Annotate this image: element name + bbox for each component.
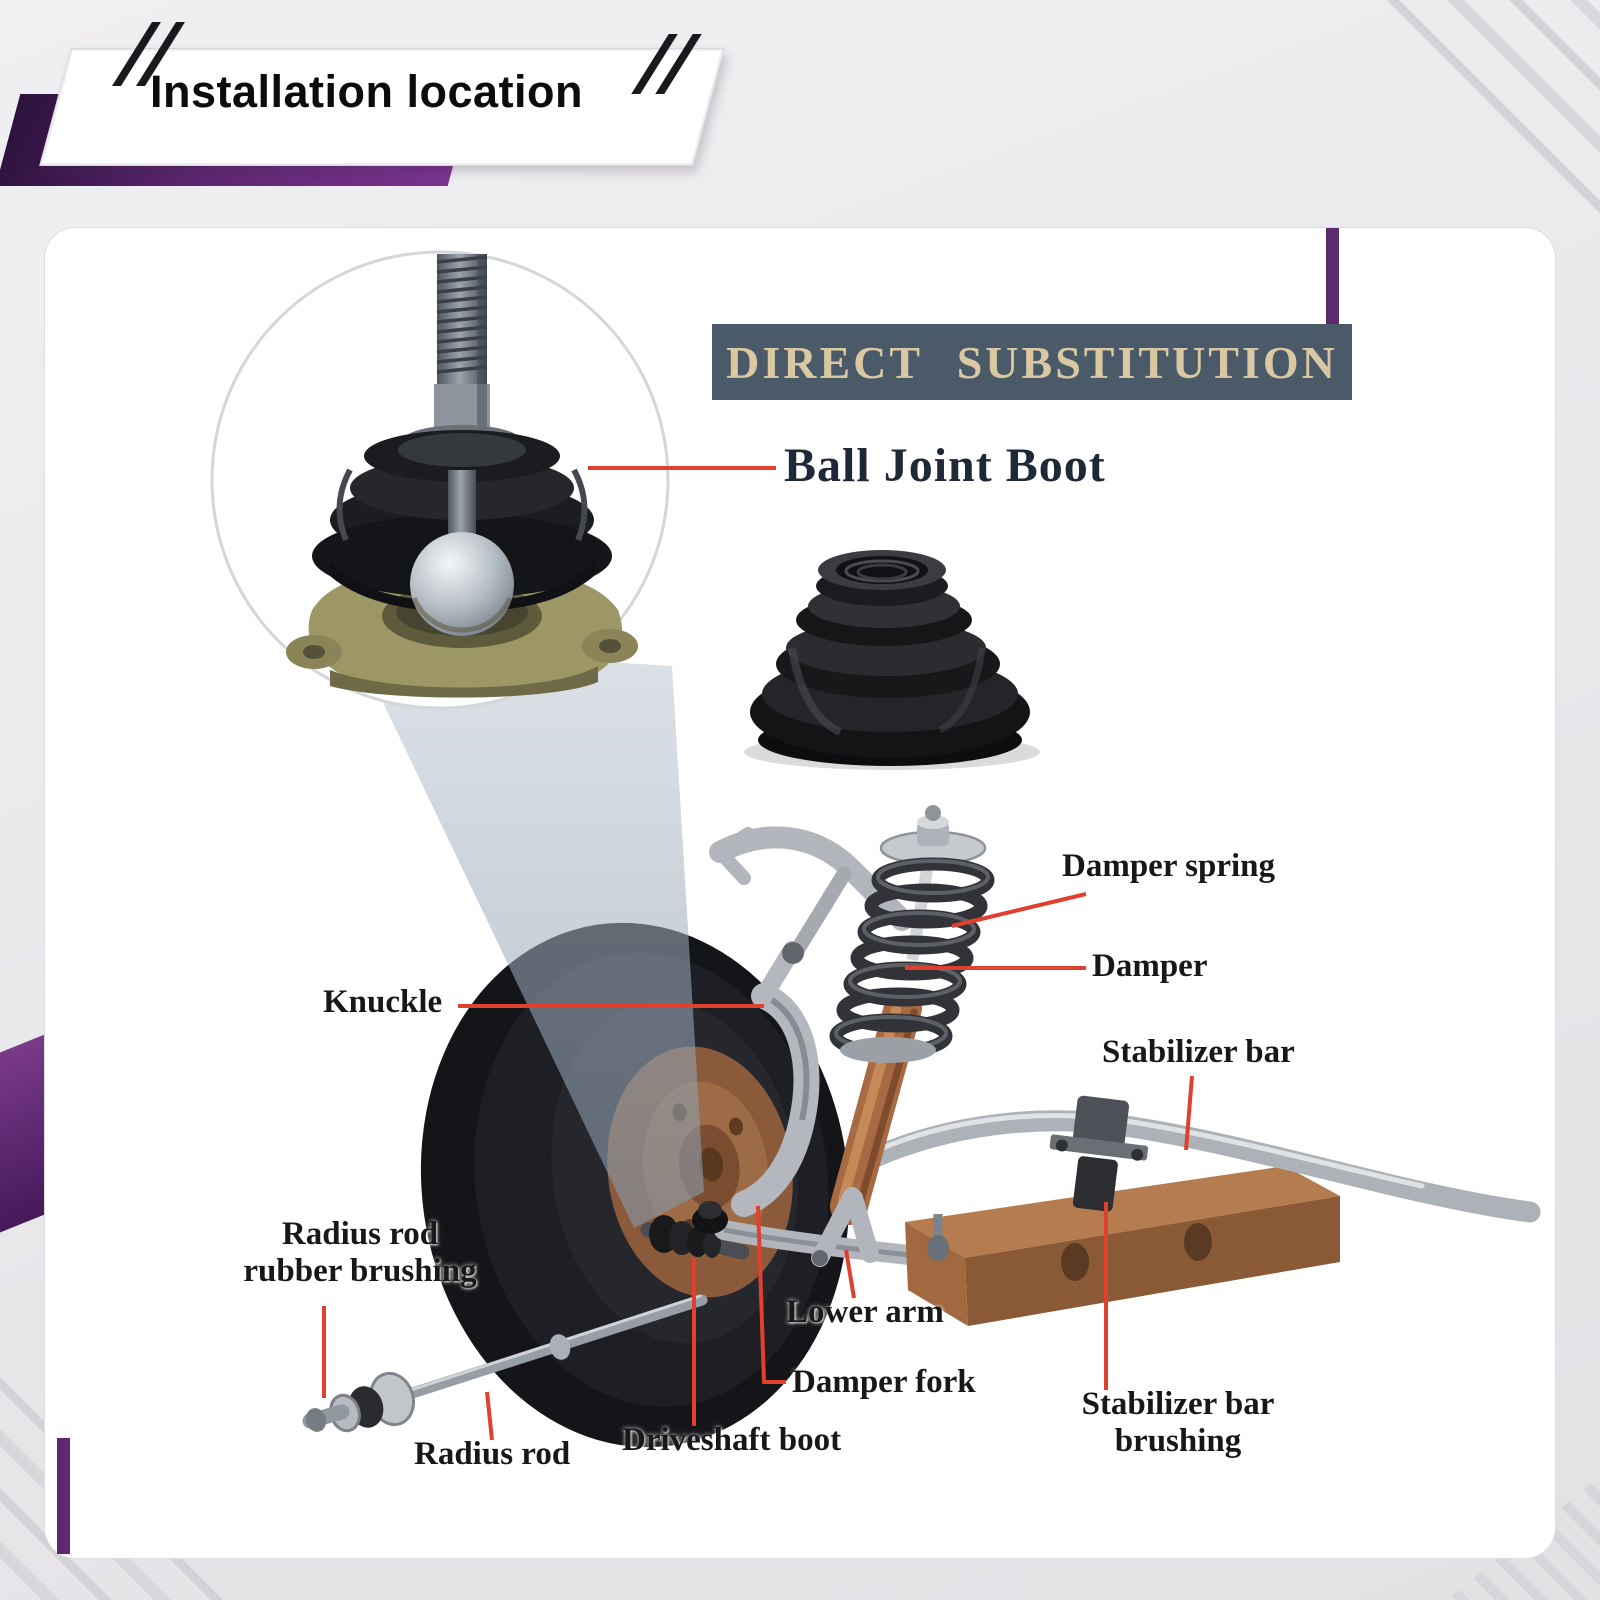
direct-substitution-banner: DIRECT SUBSTITUTION <box>712 324 1352 400</box>
label-driveshaft-boot: Driveshaft boot <box>622 1422 842 1458</box>
label-damper-spring: Damper spring <box>1062 848 1275 884</box>
banner-title: DIRECT SUBSTITUTION <box>726 336 1338 388</box>
label-stabilizer-bar-brushing: Stabilizer bar brushing <box>1081 1386 1275 1459</box>
card-accent-bottom-left <box>57 1438 70 1554</box>
label-damper: Damper <box>1092 948 1208 984</box>
card-accent-top-right <box>1326 228 1339 334</box>
label-stabilizer-bar: Stabilizer bar <box>1102 1034 1295 1070</box>
label-radius-rod: Radius rod <box>414 1436 571 1472</box>
header-banner: Installation location <box>0 0 760 210</box>
label-damper-fork: Damper fork <box>792 1364 976 1400</box>
ball-joint-boot-label: Ball Joint Boot <box>784 439 1106 492</box>
label-radius-rod-rubber-brushing: Radius rod rubber brushing <box>243 1216 477 1289</box>
label-lower-arm: Lower arm <box>786 1294 944 1330</box>
page-title: Installation location <box>150 66 584 117</box>
label-knuckle: Knuckle <box>323 984 443 1020</box>
content-card <box>45 228 1555 1558</box>
corner-stripes-top-right <box>1383 0 1600 214</box>
